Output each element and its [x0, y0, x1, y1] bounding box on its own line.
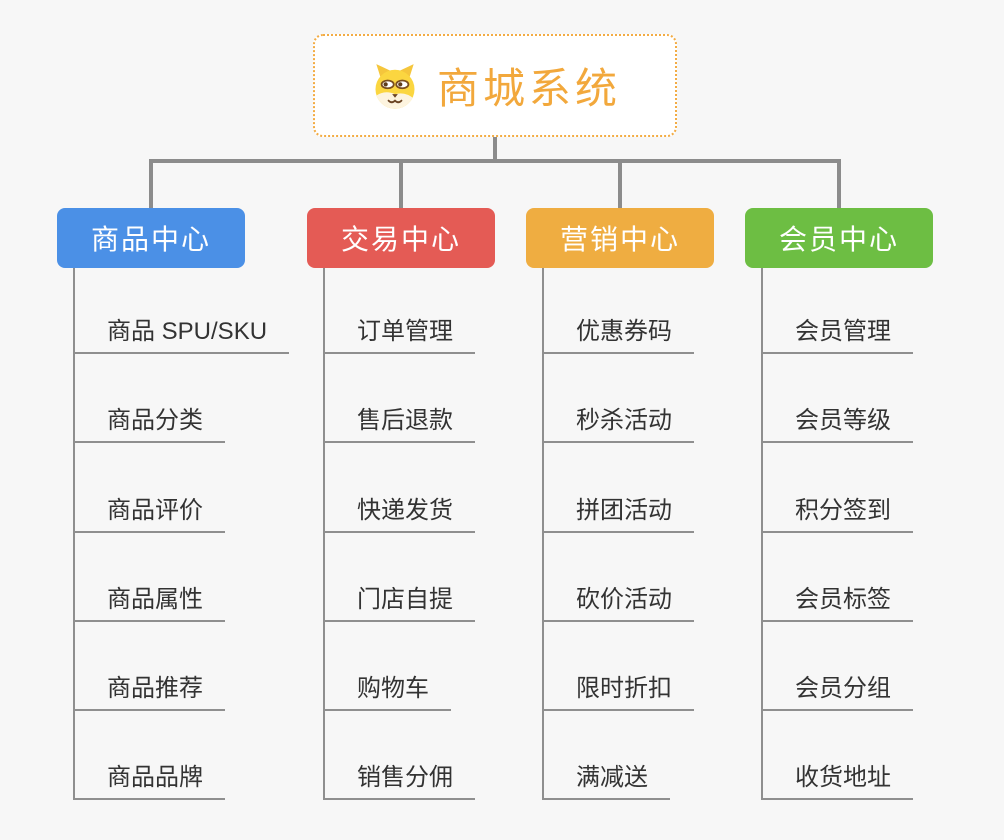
leaf-topic[interactable]: 订单管理 — [323, 312, 475, 354]
leaf-topic[interactable]: 商品评价 — [73, 491, 225, 533]
leaf-topic[interactable]: 会员管理 — [761, 312, 913, 354]
branch-topic-label: 会员中心 — [778, 224, 899, 255]
root-topic-label: 商城系统 — [436, 65, 621, 112]
leaf-topic[interactable]: 商品 SPU/SKU — [73, 312, 290, 354]
branch-bus-line — [149, 159, 841, 163]
branch-topic-1[interactable]: 交易中心 — [307, 208, 495, 268]
leaf-topic[interactable]: 购物车 — [323, 669, 451, 711]
branch-connector-drop — [837, 159, 841, 208]
branch-connector-drop — [618, 159, 622, 208]
leaf-topic[interactable]: 会员等级 — [761, 401, 913, 443]
branch-connector-drop — [399, 159, 403, 208]
leaf-topic[interactable]: 门店自提 — [323, 580, 475, 622]
leaf-topic[interactable]: 商品品牌 — [73, 758, 225, 800]
leaf-topic[interactable]: 满减送 — [542, 758, 670, 800]
leaf-topic[interactable]: 会员分组 — [761, 669, 913, 711]
branch-topic-label: 交易中心 — [340, 224, 461, 255]
leaf-topic[interactable]: 限时折扣 — [542, 669, 694, 711]
branch-topic-label: 商品中心 — [90, 224, 211, 255]
branch-spine-line — [73, 268, 75, 800]
root-topic[interactable]: 商城系统 — [313, 34, 677, 137]
leaf-topic[interactable]: 销售分佣 — [323, 758, 475, 800]
root-connector-stub — [493, 137, 497, 163]
leaf-topic[interactable]: 售后退款 — [323, 401, 475, 443]
leaf-topic[interactable]: 优惠券码 — [542, 312, 694, 354]
branch-topic-3[interactable]: 会员中心 — [745, 208, 933, 268]
leaf-topic[interactable]: 商品属性 — [73, 580, 225, 622]
leaf-topic[interactable]: 收货地址 — [761, 758, 913, 800]
leaf-topic[interactable]: 会员标签 — [761, 580, 913, 622]
leaf-topic[interactable]: 拼团活动 — [542, 491, 694, 533]
branch-connector-drop — [149, 159, 153, 208]
leaf-topic[interactable]: 砍价活动 — [542, 580, 694, 622]
leaf-topic[interactable]: 商品推荐 — [73, 669, 225, 711]
leaf-topic[interactable]: 积分签到 — [761, 491, 913, 533]
leaf-topic[interactable]: 快递发货 — [323, 491, 475, 533]
branch-spine-line — [323, 268, 325, 800]
dog-face-icon — [369, 60, 421, 112]
branch-spine-line — [542, 268, 544, 800]
branch-topic-2[interactable]: 营销中心 — [526, 208, 714, 268]
branch-topic-0[interactable]: 商品中心 — [57, 208, 245, 268]
branch-topic-label: 营销中心 — [559, 224, 680, 255]
leaf-topic[interactable]: 秒杀活动 — [542, 401, 694, 443]
leaf-topic[interactable]: 商品分类 — [73, 401, 225, 443]
branch-spine-line — [761, 268, 763, 800]
